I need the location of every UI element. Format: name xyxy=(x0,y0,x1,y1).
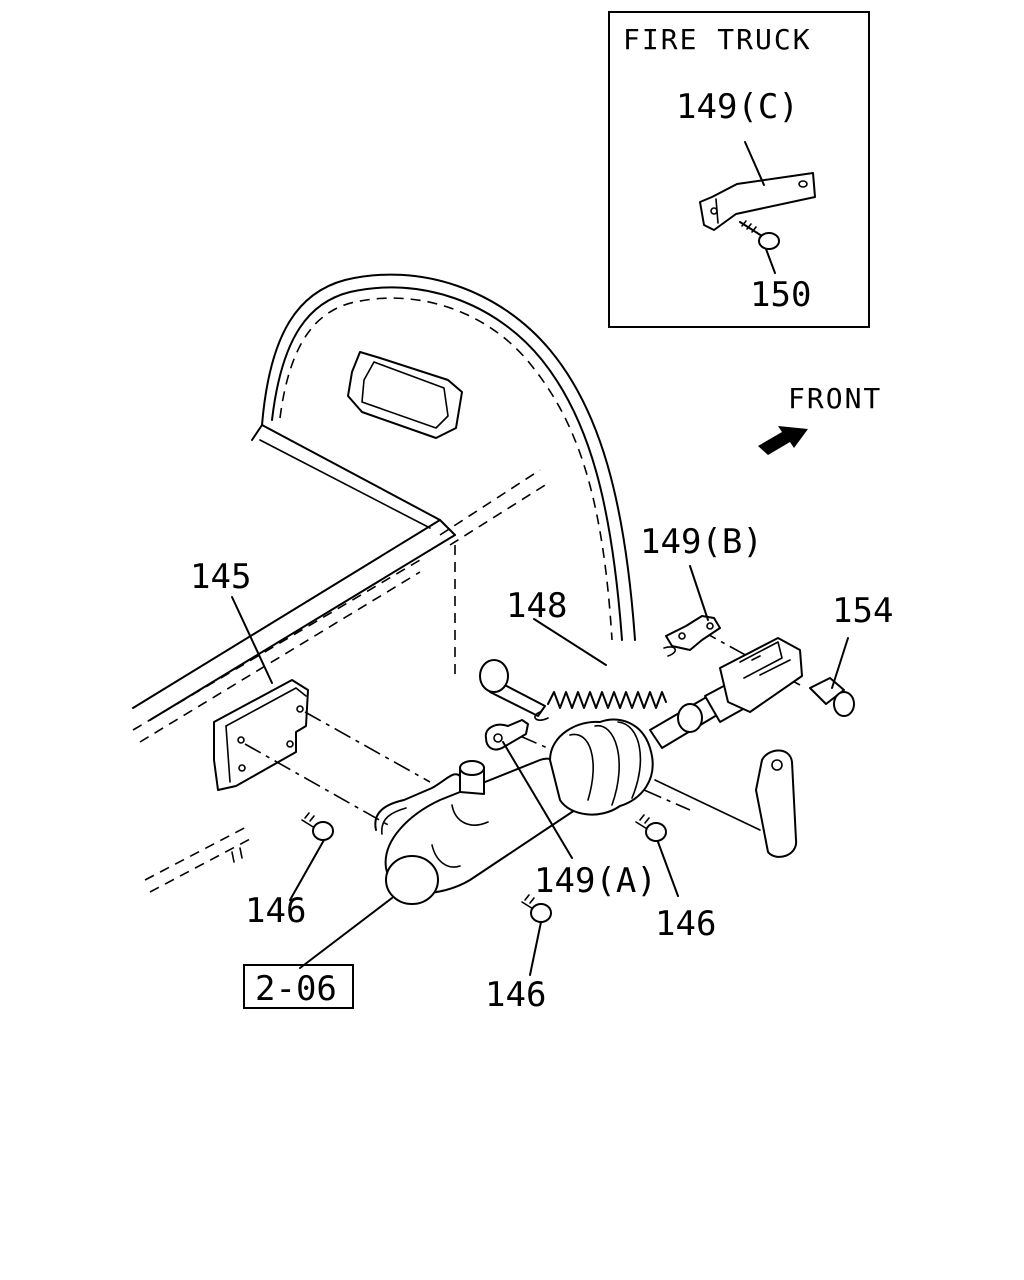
bracket-149c xyxy=(699,141,816,231)
clutch-cylinder-assembly xyxy=(374,637,803,905)
label-146-right: 146 xyxy=(655,904,716,944)
leader-2-06 xyxy=(299,897,393,969)
fire-truck-inset: FIRE TRUCK 149(C) 150 xyxy=(608,11,870,328)
pin-154 xyxy=(809,637,855,717)
label-146-bottom: 146 xyxy=(485,975,546,1015)
inset-title: FIRE TRUCK xyxy=(623,23,812,56)
reference-label: 2-06 xyxy=(255,969,337,1009)
bolt-146-bottom xyxy=(521,894,552,976)
label-154: 154 xyxy=(832,591,893,631)
label-149c: 149(C) xyxy=(676,87,799,127)
front-indicator: FRONT xyxy=(758,382,882,455)
front-arrow-icon xyxy=(758,426,808,455)
front-label: FRONT xyxy=(788,382,882,415)
label-149a: 149(A) xyxy=(534,861,657,901)
reference-box: 2-06 xyxy=(243,964,354,1009)
reference-box-frame xyxy=(243,964,354,1009)
label-145: 145 xyxy=(190,557,251,597)
label-148: 148 xyxy=(506,586,567,626)
bracket-145 xyxy=(213,596,309,791)
clip-149b xyxy=(665,565,721,651)
label-150: 150 xyxy=(750,275,811,315)
bolt-146-left xyxy=(289,812,334,901)
clutch-housing-outline xyxy=(261,273,636,641)
release-lever xyxy=(654,749,798,858)
frame-rail-outline xyxy=(132,424,551,893)
clip-149a xyxy=(484,719,573,859)
label-149b: 149(B) xyxy=(640,522,763,562)
label-146-left: 146 xyxy=(245,891,306,931)
bolt-150 xyxy=(739,220,780,274)
inset-frame xyxy=(608,11,870,328)
bolt-146-right xyxy=(635,814,679,897)
spring-148 xyxy=(533,618,676,721)
